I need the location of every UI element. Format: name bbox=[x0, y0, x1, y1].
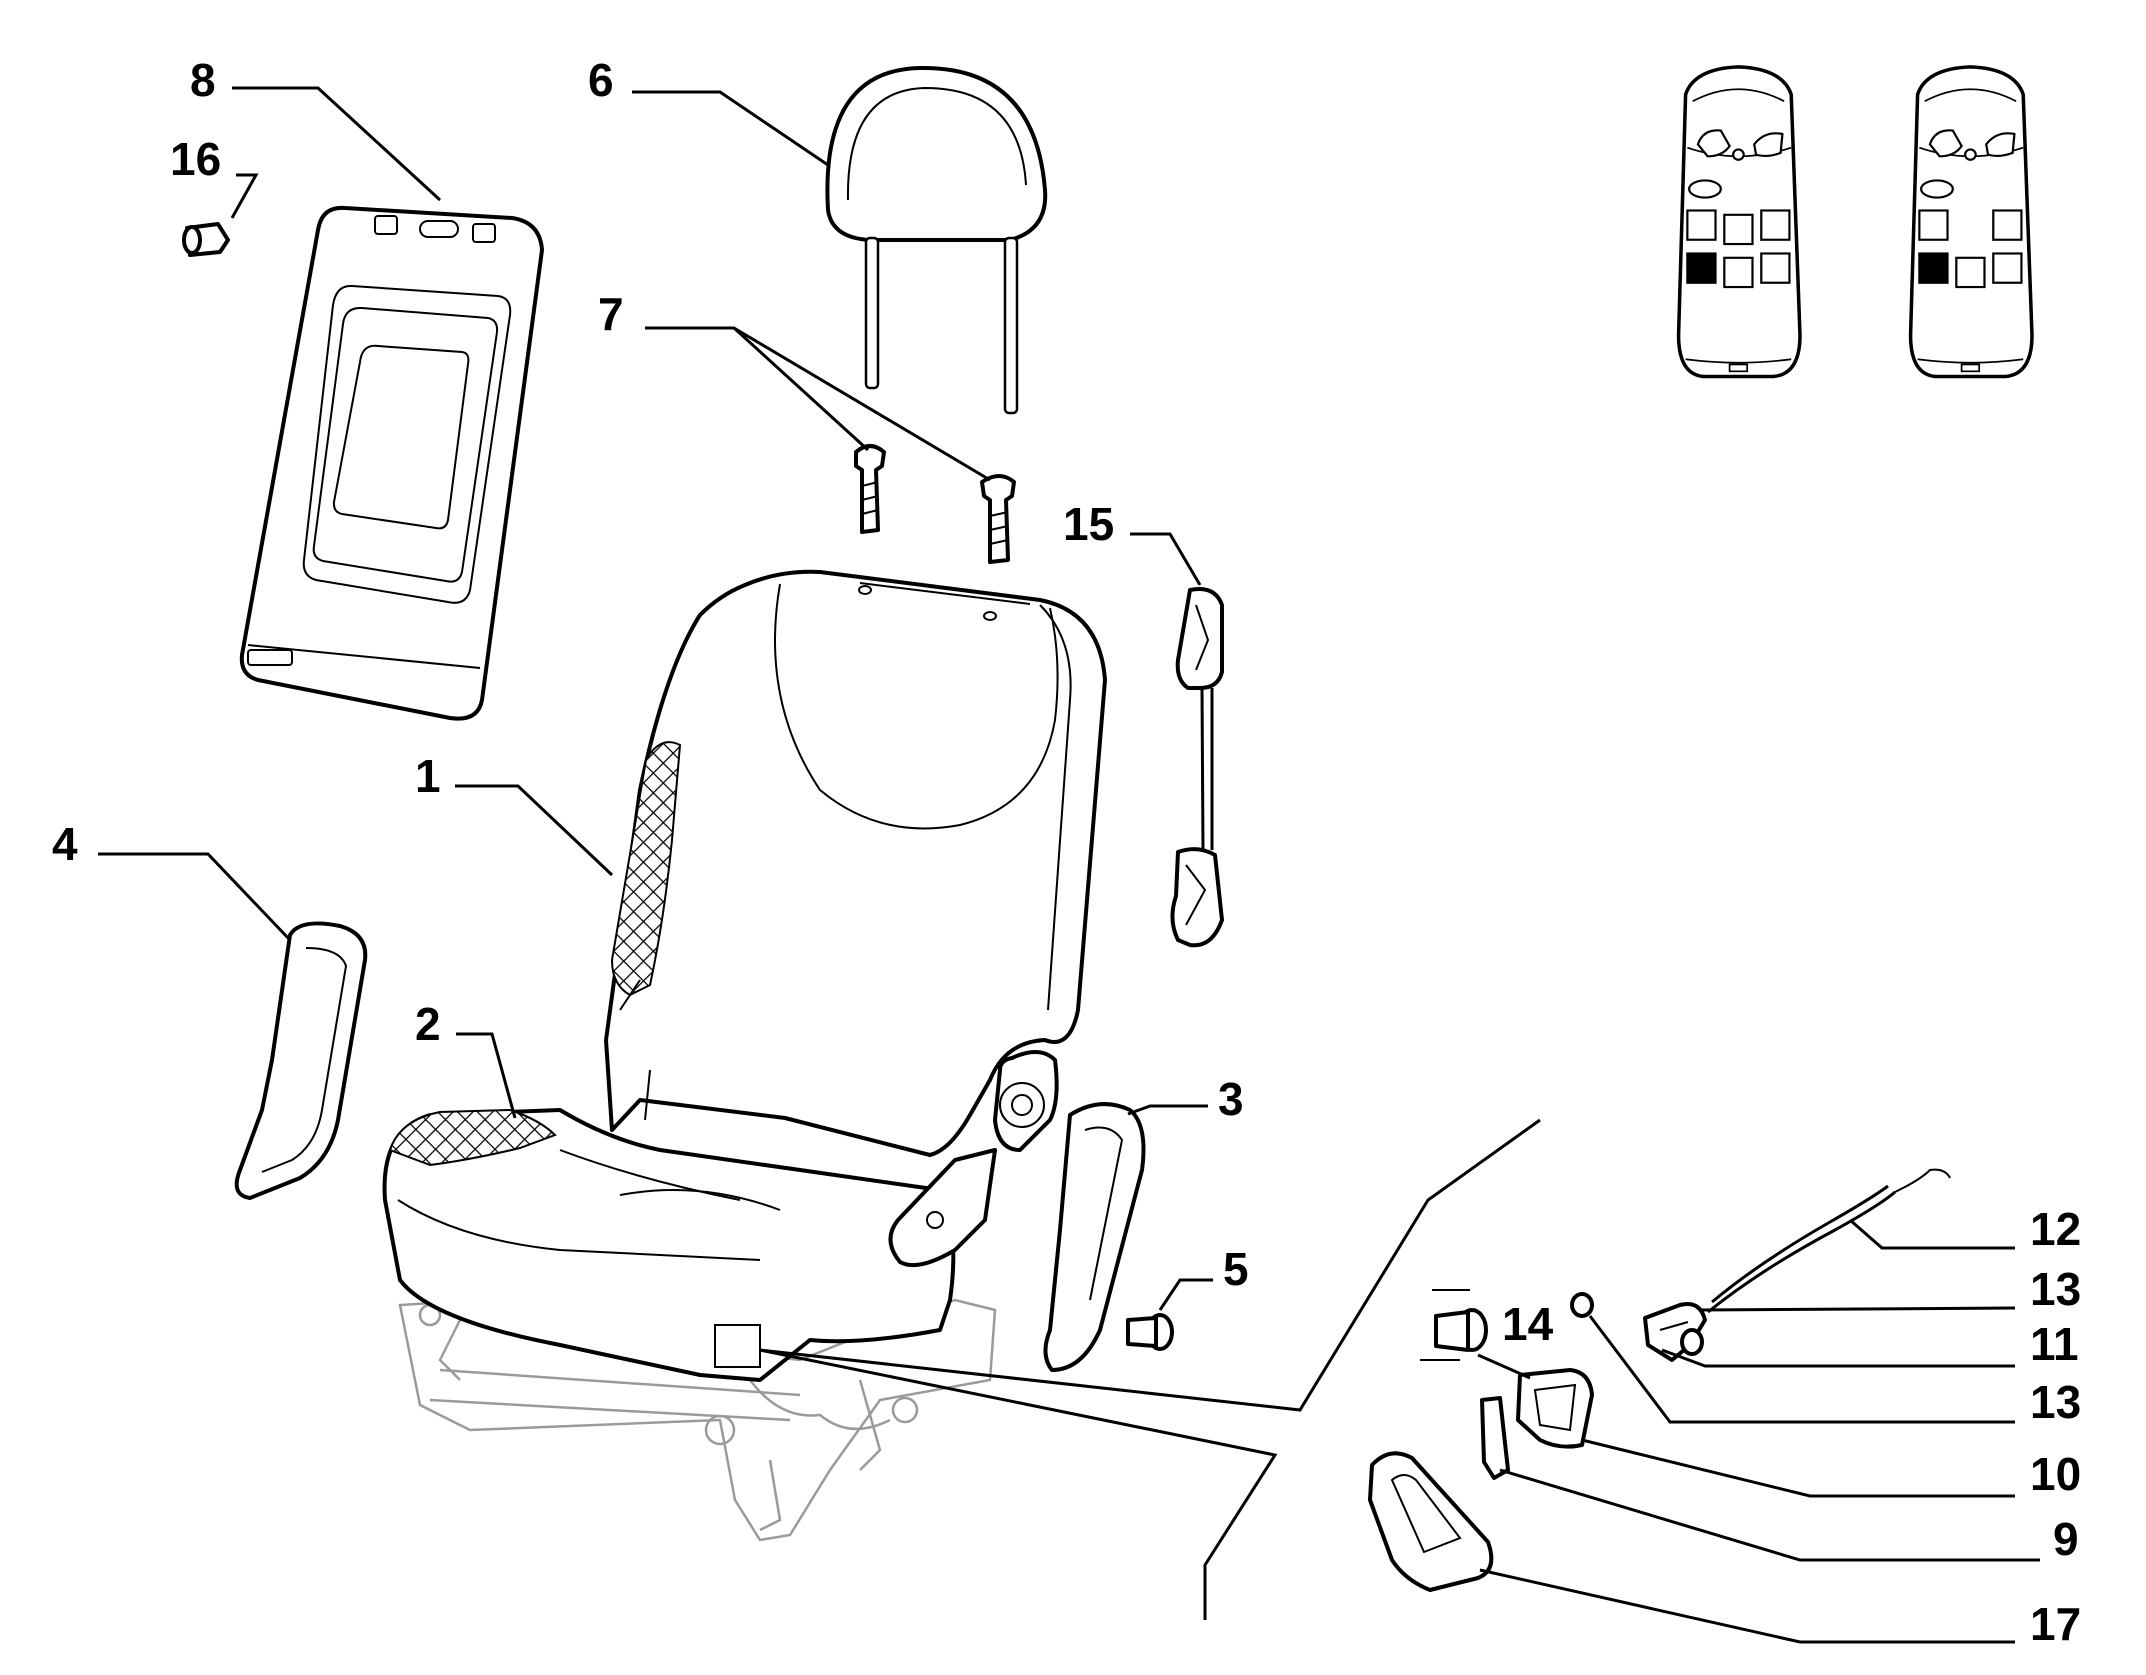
callout-label-c11: 11 bbox=[2030, 1318, 2079, 1370]
linking-line-screw bbox=[1420, 1289, 1470, 1361]
leader-line-c3 bbox=[1127, 1104, 1208, 1116]
leader-line-c9 bbox=[1499, 1468, 2040, 1562]
leader-line-c13a bbox=[1699, 1306, 2016, 1312]
leader-line-c11 bbox=[1661, 1348, 2015, 1368]
part-7-headrest-guides[interactable] bbox=[854, 444, 1016, 564]
callout-label-c6: 6 bbox=[588, 54, 614, 106]
part-13-bushing-lower[interactable] bbox=[1570, 1292, 1594, 1318]
leader-line-c7 bbox=[645, 326, 991, 482]
part-14-screw[interactable] bbox=[1434, 1308, 1488, 1352]
leader-line-c8 bbox=[232, 86, 442, 202]
leader-line-c15 bbox=[1130, 532, 1202, 586]
callout-label-c4: 4 bbox=[52, 818, 78, 870]
vehicle-seat-layout-icon-left bbox=[1676, 65, 1802, 379]
callout-label-c13a: 13 bbox=[2030, 1263, 2081, 1315]
callout-label-c17: 17 bbox=[2030, 1598, 2081, 1650]
part-15-strap[interactable] bbox=[1170, 587, 1224, 948]
part-13-bushing-upper[interactable] bbox=[1680, 1328, 1704, 1356]
leader-line-c2 bbox=[456, 1032, 517, 1119]
part-10-handle-housing[interactable] bbox=[1516, 1368, 1594, 1449]
leader-line-c13b bbox=[1588, 1315, 2015, 1424]
part-2-seat-cushion[interactable] bbox=[382, 1108, 956, 1382]
callout-label-c1: 1 bbox=[415, 750, 441, 802]
leader-line-c16 bbox=[230, 173, 259, 219]
part-8-backrest-panel[interactable] bbox=[239, 205, 544, 721]
part-17-bezel[interactable] bbox=[1368, 1451, 1494, 1592]
leader-line-c17 bbox=[1479, 1568, 2015, 1644]
callout-label-c2: 2 bbox=[415, 998, 441, 1050]
callout-label-c15: 15 bbox=[1063, 498, 1114, 550]
part-1-backrest[interactable] bbox=[604, 569, 1107, 1267]
leader-line-c10 bbox=[1581, 1438, 2015, 1498]
leader-line-c12 bbox=[1849, 1218, 2015, 1250]
leader-line-c1 bbox=[455, 784, 614, 877]
leader-line-c5 bbox=[1158, 1278, 1213, 1311]
callout-label-c8: 8 bbox=[190, 54, 216, 106]
callout-label-c3: 3 bbox=[1218, 1073, 1244, 1125]
part-6-headrest[interactable] bbox=[825, 65, 1048, 415]
vehicle-seat-layout-icon-right bbox=[1908, 65, 2034, 379]
leader-line-c6 bbox=[632, 90, 829, 167]
leader-line-c14 bbox=[1477, 1353, 1531, 1380]
part-16-clip[interactable] bbox=[182, 222, 230, 257]
part-4-side-trim[interactable] bbox=[234, 921, 368, 1200]
part-3-side-trim[interactable] bbox=[1043, 1102, 1146, 1372]
leader-line-c4 bbox=[98, 852, 292, 942]
part-5-screw[interactable] bbox=[1126, 1313, 1174, 1351]
callout-label-c7: 7 bbox=[598, 288, 624, 340]
part-9-handle[interactable] bbox=[1480, 1396, 1510, 1480]
part-12-cable[interactable] bbox=[1707, 1168, 1951, 1314]
callout-label-c10: 10 bbox=[2030, 1448, 2081, 1500]
callout-label-c5: 5 bbox=[1223, 1243, 1249, 1295]
callout-label-c12: 12 bbox=[2030, 1203, 2081, 1255]
callout-label-c13b: 13 bbox=[2030, 1376, 2081, 1428]
callout-label-c14: 14 bbox=[1502, 1298, 1554, 1350]
linking-line-upper bbox=[759, 1118, 1541, 1620]
callout-label-c16: 16 bbox=[170, 133, 221, 185]
callout-label-c9: 9 bbox=[2053, 1513, 2079, 1565]
